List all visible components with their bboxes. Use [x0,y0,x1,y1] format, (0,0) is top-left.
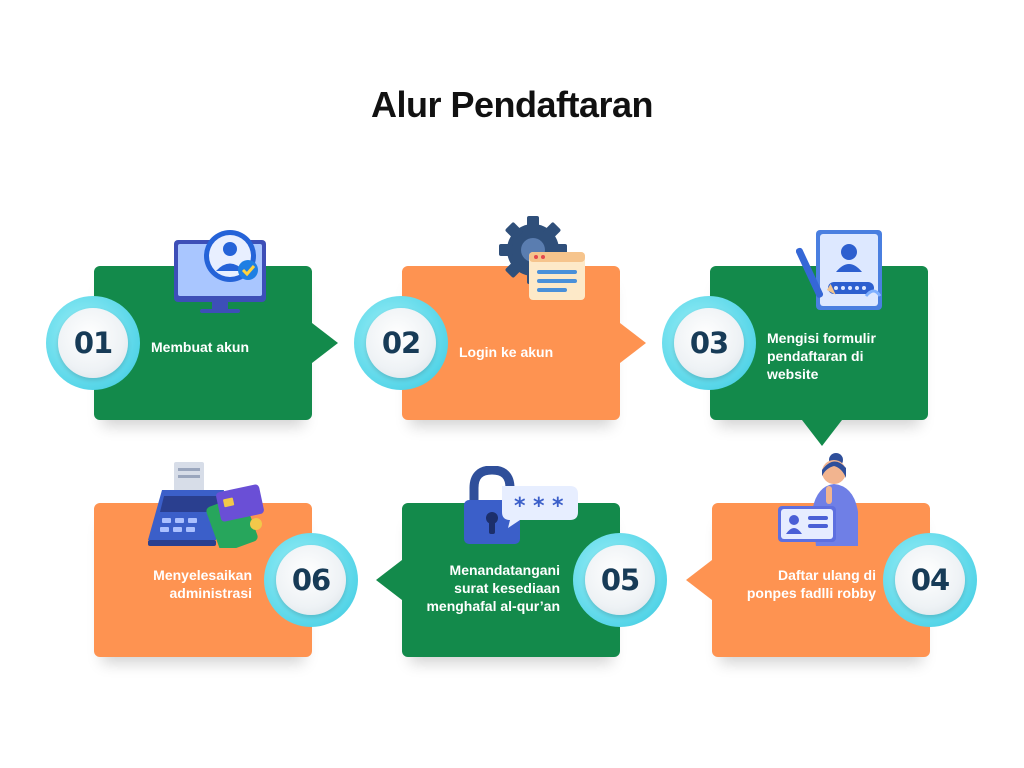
payment-terminal-icon [148,462,264,548]
step-arrow [802,420,842,446]
step-badge: 06 [264,533,358,627]
step-arrow [312,323,338,363]
step-number: 05 [585,545,655,615]
step-badge: 01 [46,296,140,390]
woman-id-card-icon [778,453,858,546]
svg-text:*: * [533,494,545,519]
step-label: Login ke akun [459,344,554,360]
step-badge: 03 [662,296,756,390]
step-label: Daftar ulang di ponpes fadlli robby [746,567,876,601]
padlock-password-icon: * * * [464,466,578,544]
svg-text:*: * [552,494,564,519]
step-label: Mengisi formulir pendaftaran di website [767,330,876,382]
step-number: 03 [674,308,744,378]
step-arrow [620,323,646,363]
step-label: Menyelesaikan administrasi [153,567,252,601]
step-label: Membuat akun [151,339,250,355]
step-label: Menandatangani surat kesediaan menghafal… [426,562,560,614]
svg-text:*: * [514,494,526,519]
step-number: 04 [895,545,965,615]
step-badge: 05 [573,533,667,627]
step-badge: 04 [883,533,977,627]
step-number: 02 [366,308,436,378]
step-number: 06 [276,545,346,615]
page-title: Alur Pendaftaran [370,84,654,125]
gear-document-icon [499,216,585,300]
computer-user-icon [174,230,266,313]
step-arrow [686,560,712,600]
form-pen-icon [796,230,882,310]
step-badge: 02 [354,296,448,390]
step-arrow [376,560,402,600]
step-number: 01 [58,308,128,378]
